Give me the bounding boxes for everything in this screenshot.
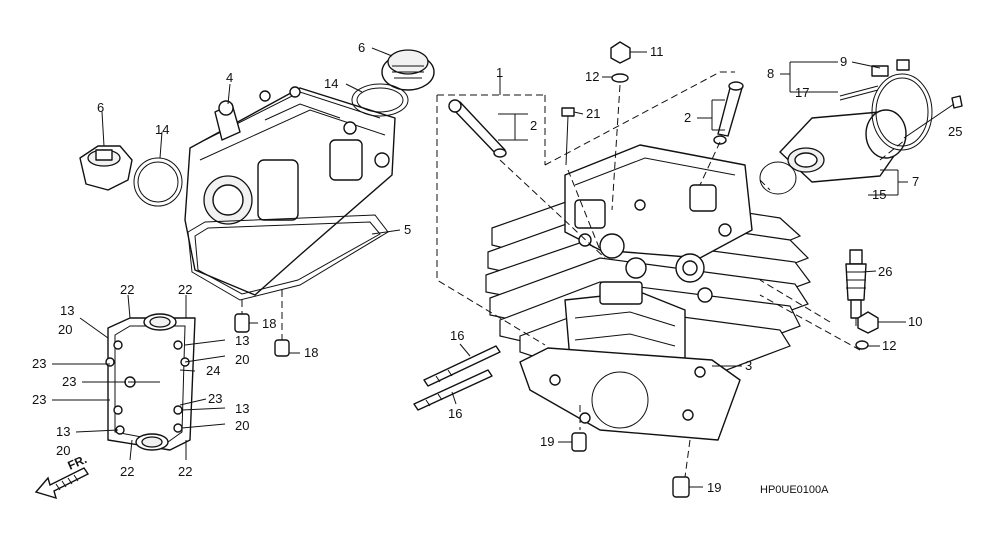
washer-12 xyxy=(855,340,869,350)
valve-guide-left xyxy=(448,99,507,158)
callout-4: 4 xyxy=(226,70,233,85)
callout-22-d: 22 xyxy=(178,464,192,479)
callout-17: 17 xyxy=(795,85,809,100)
leader-lines xyxy=(101,47,908,488)
callout-16-bottom: 16 xyxy=(448,406,462,421)
callout-2-right: 2 xyxy=(684,110,691,125)
band-clamp xyxy=(871,59,933,151)
callout-20-c: 20 xyxy=(235,418,249,433)
callout-25: 25 xyxy=(948,124,962,139)
callout-13-b: 13 xyxy=(235,333,249,348)
callout-23-c: 23 xyxy=(32,392,46,407)
stud-bolts xyxy=(413,345,501,411)
callout-13-c: 13 xyxy=(235,401,249,416)
assembly-guide-lines xyxy=(241,71,906,478)
callout-9: 9 xyxy=(840,54,847,69)
callout-7: 7 xyxy=(912,174,919,189)
callout-14-top: 14 xyxy=(324,76,338,91)
callout-22-b: 22 xyxy=(178,282,192,297)
valve-guide-right xyxy=(713,81,744,145)
callout-21: 21 xyxy=(586,106,600,121)
side-plate-leaders xyxy=(52,294,226,461)
o-ring-top xyxy=(351,83,409,117)
callout-12-right: 12 xyxy=(882,338,896,353)
side-cover-plate xyxy=(105,313,196,451)
callout-22-c: 22 xyxy=(120,464,134,479)
callout-11: 11 xyxy=(650,44,664,59)
callout-8: 8 xyxy=(767,66,774,81)
callout-19-a: 19 xyxy=(540,434,554,449)
callout-13-a: 13 xyxy=(60,303,74,318)
callout-5: 5 xyxy=(404,222,411,237)
callout-13-d: 13 xyxy=(56,424,70,439)
intake-insulator xyxy=(779,109,907,183)
callout-20-d: 20 xyxy=(56,443,70,458)
callout-18-a: 18 xyxy=(262,316,276,331)
callout-24: 24 xyxy=(206,363,220,378)
callout-12-top: 12 xyxy=(585,69,599,84)
callout-2-left: 2 xyxy=(530,118,537,133)
callout-22-a: 22 xyxy=(120,282,134,297)
callout-23-d: 23 xyxy=(208,391,222,406)
callout-3: 3 xyxy=(745,358,752,373)
dowel-pins xyxy=(234,313,690,498)
bolt-21 xyxy=(561,107,575,166)
callout-16-top: 16 xyxy=(450,328,464,343)
callout-18-b: 18 xyxy=(304,345,318,360)
spark-plug xyxy=(845,249,867,326)
cylinder-head-cover xyxy=(184,86,396,296)
cap-nut-10 xyxy=(857,311,879,334)
callout-6-left: 6 xyxy=(97,100,104,115)
tappet-cap-left xyxy=(79,145,133,191)
callout-labels: 1 2 2 3 4 5 6 6 7 8 9 10 11 12 12 13 13 … xyxy=(32,40,962,495)
callout-19-b: 19 xyxy=(707,480,721,495)
tappet-cap-top xyxy=(381,49,435,91)
front-arrow-icon xyxy=(34,467,90,500)
cylinder-head xyxy=(485,144,811,383)
callout-14-left: 14 xyxy=(155,122,169,137)
diagram-code: HP0UE0100A xyxy=(760,484,829,496)
callout-20-a: 20 xyxy=(58,322,72,337)
callout-10: 10 xyxy=(908,314,922,329)
callout-23-a: 23 xyxy=(32,356,46,371)
callout-23-b: 23 xyxy=(62,374,76,389)
callout-15: 15 xyxy=(872,187,886,202)
bolt-25 xyxy=(903,95,963,139)
callout-1: 1 xyxy=(496,65,503,80)
callout-20-b: 20 xyxy=(235,352,249,367)
cover-gasket xyxy=(187,214,389,301)
o-ring-15 xyxy=(759,161,797,195)
callout-26: 26 xyxy=(878,264,892,279)
clamp-screw xyxy=(839,85,879,101)
flange-nut-top xyxy=(610,41,631,83)
o-ring-left xyxy=(133,157,183,207)
callout-6-top: 6 xyxy=(358,40,365,55)
cylinder-head-gasket xyxy=(519,347,741,441)
